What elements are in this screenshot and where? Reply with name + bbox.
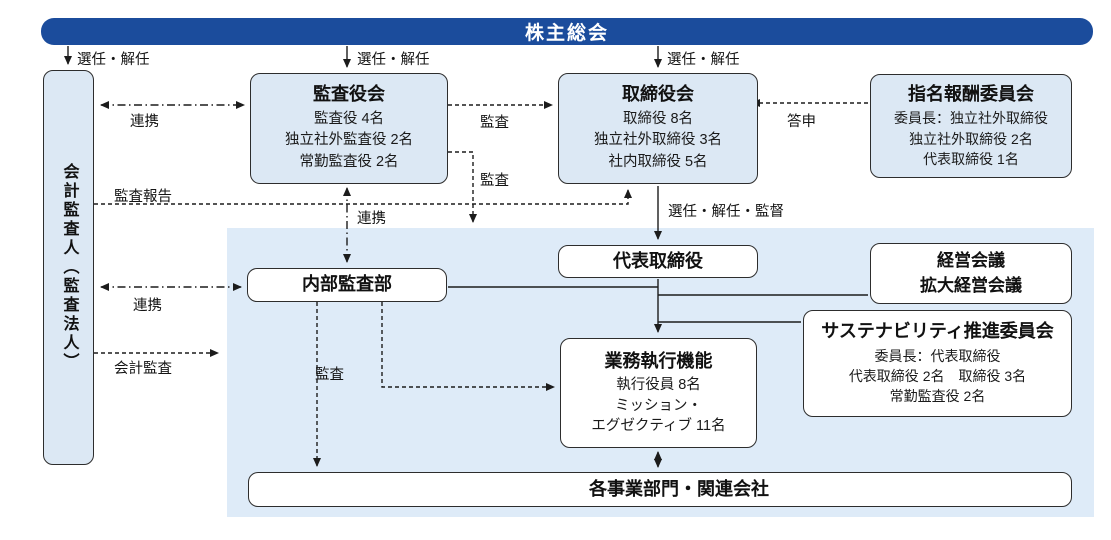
management-meeting-line: 経営会議 xyxy=(937,250,1005,270)
edge-label-appoint-dismiss-2: 選任・解任 xyxy=(357,52,430,68)
board-of-directors-title: 取締役会 xyxy=(622,84,694,105)
nomination-committee-line: 独立社外取締役 2名 xyxy=(909,130,1033,147)
edge-label-accounting-audit: 会計監査 xyxy=(114,361,172,377)
edge-audit-board-down xyxy=(448,151,477,223)
business-execution-title: 業務執行機能 xyxy=(604,350,713,371)
box-business-divisions: 各事業部門・関連会社 xyxy=(248,472,1072,507)
edge-label-appoint-dismiss-3: 選任・解任 xyxy=(667,52,740,68)
business-execution-line: エグゼクティブ 11名 xyxy=(591,417,726,434)
edge-label-cooperation-internal: 連携 xyxy=(133,298,162,314)
box-management-meeting: 経営会議 拡大経営会議 xyxy=(870,243,1072,304)
audit-board-title: 監査役会 xyxy=(313,84,385,105)
representative-director-title: 代表取締役 xyxy=(613,250,703,271)
nomination-committee-title: 指名報酬委員会 xyxy=(908,83,1034,104)
box-internal-audit-dept: 内部監査部 xyxy=(247,268,447,302)
audit-board-line: 常勤監査役 2名 xyxy=(299,154,399,171)
edge-label-report-back: 答申 xyxy=(787,114,816,130)
edge-label-audit-report: 監査報告 xyxy=(114,189,172,205)
internal-audit-title: 内部監査部 xyxy=(302,274,392,295)
sustainability-committee-line: 常勤監査役 2名 xyxy=(889,388,986,405)
box-nomination-remuneration-committee: 指名報酬委員会 委員長：独立社外取締役 独立社外取締役 2名 代表取締役 1名 xyxy=(870,74,1072,178)
edge-internal-audit-to-execution xyxy=(381,302,555,391)
box-sustainability-committee: サステナビリティ推進委員会 委員長：代表取締役 代表取締役 2名 取締役 3名 … xyxy=(803,310,1072,417)
sustainability-committee-line: 代表取締役 2名 取締役 3名 xyxy=(848,368,1027,385)
edge-label-cooperation-mid: 連携 xyxy=(357,211,386,227)
accounting-auditor-title: 会計監査人（監査法人） xyxy=(60,163,78,372)
nomination-committee-line: 委員長：独立社外取締役 xyxy=(894,110,1048,127)
edge-label-internal-audit: 監査 xyxy=(315,367,344,383)
audit-board-line: 監査役 4名 xyxy=(313,110,385,127)
box-audit-board: 監査役会 監査役 4名 独立社外監査役 2名 常勤監査役 2名 xyxy=(250,73,448,184)
edge-label-appoint-dismiss-supervise: 選任・解任・監督 xyxy=(668,204,784,220)
management-meeting-line: 拡大経営会議 xyxy=(920,275,1022,295)
edge-label-audit-2: 監査 xyxy=(480,173,509,189)
shareholders-meeting-bar: 株主総会 xyxy=(41,18,1093,45)
business-divisions-title: 各事業部門・関連会社 xyxy=(589,479,769,499)
business-execution-line: 執行役員 8名 xyxy=(616,377,701,394)
box-representative-director: 代表取締役 xyxy=(558,245,758,278)
edge-label-audit-1: 監査 xyxy=(480,115,509,131)
box-accounting-auditor: 会計監査人（監査法人） xyxy=(43,70,94,465)
edge-label-cooperation-top: 連携 xyxy=(130,114,159,130)
audit-board-line: 独立社外監査役 2名 xyxy=(284,132,414,149)
board-of-directors-line: 独立社外取締役 3名 xyxy=(593,132,723,149)
sustainability-committee-line: 委員長：代表取締役 xyxy=(874,347,1001,364)
box-board-of-directors: 取締役会 取締役 8名 独立社外取締役 3名 社内取締役 5名 xyxy=(558,73,758,184)
business-execution-line: ミッション・ xyxy=(615,398,702,414)
board-of-directors-line: 取締役 8名 xyxy=(622,110,694,127)
nomination-committee-line: 代表取締役 1名 xyxy=(923,150,1019,167)
edge-audit-report xyxy=(94,189,632,205)
box-business-execution: 業務執行機能 執行役員 8名 ミッション・ エグゼクティブ 11名 xyxy=(560,338,757,448)
shareholders-meeting-title: 株主総会 xyxy=(524,23,609,44)
sustainability-committee-title: サステナビリティ推進委員会 xyxy=(821,321,1054,342)
board-of-directors-line: 社内取締役 5名 xyxy=(608,154,708,171)
edge-label-appoint-dismiss-1: 選任・解任 xyxy=(77,52,150,68)
